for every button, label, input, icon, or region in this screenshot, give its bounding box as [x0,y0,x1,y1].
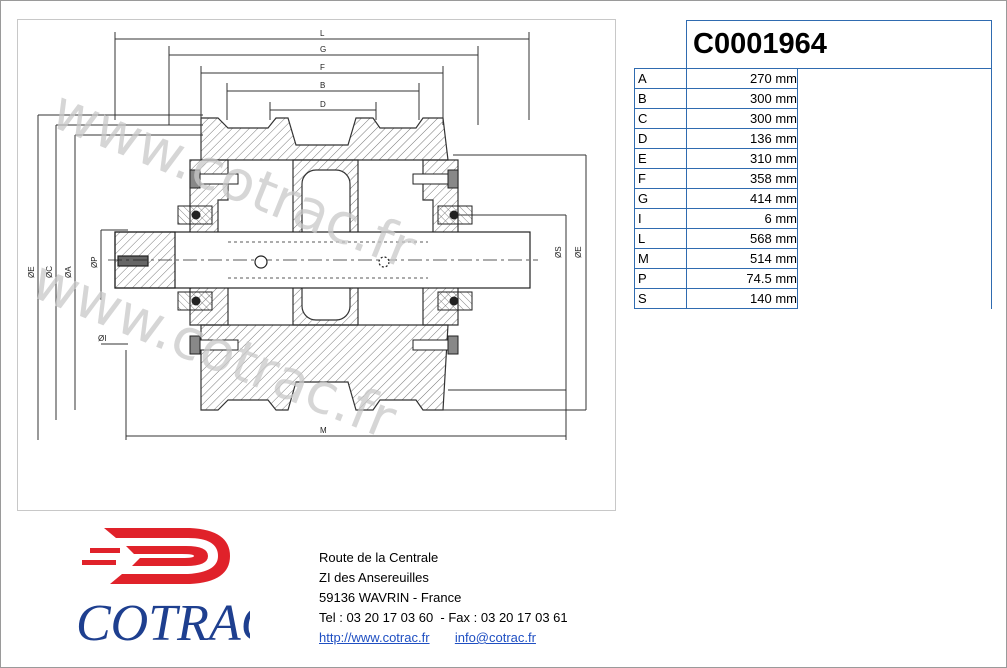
dim-letter: A [634,68,687,89]
logo-stripes [82,528,230,584]
flange-bolts [189,169,459,355]
dim-value: 300 mm [686,108,798,129]
dim-value: 270 mm [686,68,798,89]
dim-label-g: G [320,45,326,54]
links-line: http://www.cotrac.fr info@cotrac.fr [319,628,568,648]
address-line-2: ZI des Ansereuilles [319,570,429,585]
dim-value: 414 mm [686,188,798,209]
dim-value: 514 mm [686,248,798,269]
website-link[interactable]: http://www.cotrac.fr [319,630,430,645]
dim-value: 140 mm [686,288,798,309]
dim-letter: B [634,88,687,109]
dim-value: 6 mm [686,208,798,229]
dim-label-e-left: ØE [27,266,36,278]
left-dimension-labels: ØE ØC ØA ØP ØI [27,256,106,343]
dim-value: 310 mm [686,148,798,169]
right-dimension-lines [438,154,587,411]
contact-block: Route de la Centrale ZI des Ansereuilles… [319,548,568,648]
roller-cross-section-drawing: L G F B D M ØE ØC ØA ØP ØI [23,29,587,453]
address-line-1: Route de la Centrale [319,550,439,565]
dim-label-p: ØP [90,256,99,268]
dim-value: 74.5 mm [686,268,798,289]
dim-label-b: B [320,81,325,90]
dimension-labels: L G F B D M [320,29,327,435]
dim-label-f: F [320,63,325,72]
dim-letter: P [634,268,687,289]
right-dimension-labels: ØS ØE [554,246,583,258]
bearing-seals [177,205,473,311]
technical-drawing: L G F B D M ØE ØC ØA ØP ØI [17,19,616,511]
dim-letter: F [634,168,687,189]
dim-label-i: ØI [98,334,106,343]
product-code: C0001964 [686,20,992,69]
dim-value: 300 mm [686,88,798,109]
dim-letter: I [634,208,687,229]
dim-letter: S [634,288,687,309]
email-link[interactable]: info@cotrac.fr [454,630,536,645]
phone-fax-line: Tel : 03 20 17 03 60 - Fax : 03 20 17 03… [319,610,568,625]
dim-value: 358 mm [686,168,798,189]
dim-label-s: ØS [554,246,563,258]
address-line-3: 59136 WAVRIN - France [319,590,462,605]
dim-label-a-left: ØA [64,266,73,278]
dim-letter: C [634,108,687,129]
cotrac-logo: COTRAC [70,526,277,652]
left-dimension-lines [37,114,203,440]
dim-label-l: L [320,29,325,38]
table-title-row: C0001964 [635,20,992,69]
dim-label-e-right: ØE [574,246,583,258]
shaft [108,231,538,289]
logo-wordmark: COTRAC [76,595,250,650]
dim-letter: E [634,148,687,169]
dim-label-m: M [320,426,327,435]
dim-letter: L [634,228,687,249]
dim-label-c-left: ØC [45,266,54,278]
cotrac-logo-mark: COTRAC [76,528,277,652]
dim-value: 136 mm [686,128,798,149]
dim-letter: M [634,248,687,269]
dim-letter: G [634,188,687,209]
dim-label-d: D [320,100,326,109]
dim-letter: D [634,128,687,149]
dim-value: 568 mm [686,228,798,249]
